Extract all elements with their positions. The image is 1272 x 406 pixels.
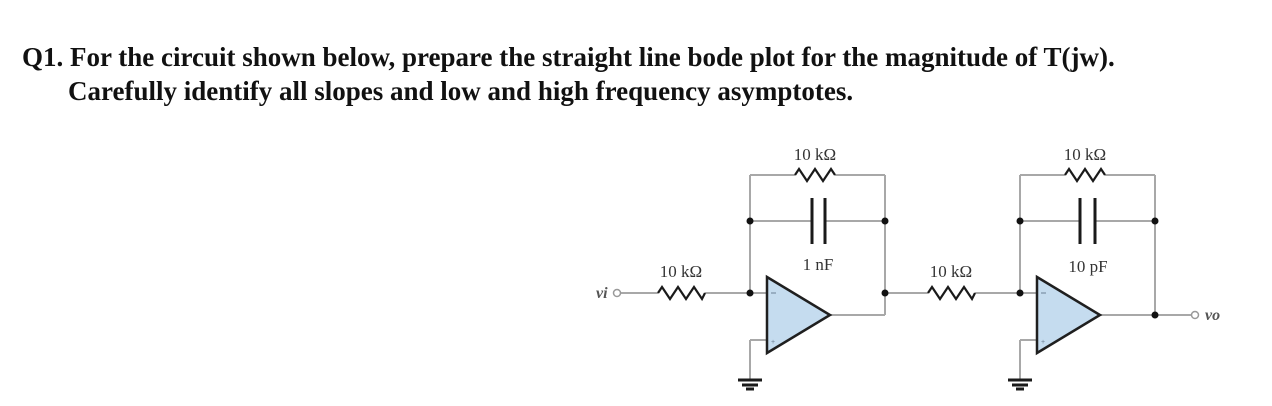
junction-dots <box>746 217 1159 319</box>
rf1-label: 10 kΩ <box>794 145 836 164</box>
output-terminal <box>1190 310 1200 320</box>
ground-icon <box>738 378 762 391</box>
output-label: vo <box>1205 307 1220 324</box>
r2-label: 10 kΩ <box>930 262 972 281</box>
input-terminal <box>612 288 622 298</box>
opamp-2: + <box>1035 274 1103 356</box>
input-label: vi <box>596 285 608 302</box>
question-line-2: Carefully identify all slopes and low an… <box>68 76 854 106</box>
rf2-label: 10 kΩ <box>1064 145 1106 164</box>
c1-label: 1 nF <box>803 255 834 274</box>
resistor-r2 <box>927 285 976 302</box>
svg-text:+: + <box>771 339 775 346</box>
capacitor-c2 <box>1078 198 1097 244</box>
resistor-rf2 <box>1064 167 1106 183</box>
c2-label: 10 pF <box>1068 257 1107 276</box>
question-line-1: Q1. For the circuit shown below, prepare… <box>22 42 1115 72</box>
resistor-r1 <box>657 285 706 302</box>
question-text: Q1. For the circuit shown below, prepare… <box>22 40 1115 108</box>
capacitor-c1 <box>810 198 827 244</box>
r1-label: 10 kΩ <box>660 262 702 281</box>
resistor-rf1 <box>794 167 836 183</box>
svg-text:+: + <box>1041 339 1045 346</box>
opamp-1: + <box>765 274 833 356</box>
ground-icon <box>1008 378 1032 391</box>
wires <box>621 174 1191 380</box>
